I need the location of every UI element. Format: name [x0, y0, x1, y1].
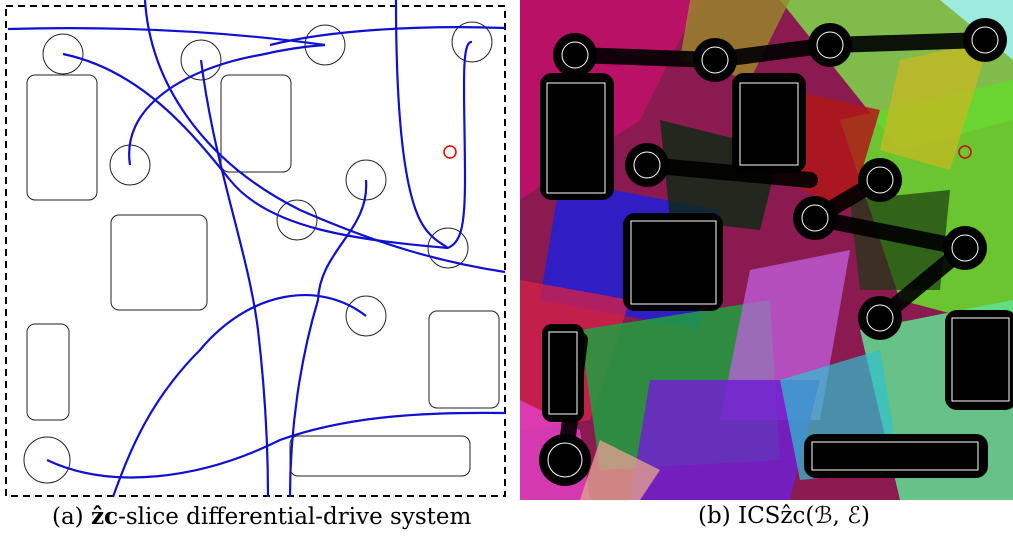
cobstacle-rect-4 — [542, 324, 584, 422]
outline-rect-2 — [739, 82, 799, 166]
outline-circle-7 — [801, 204, 829, 232]
trajectory-1 — [7, 27, 326, 47]
cobstacle-circle-7 — [793, 196, 837, 240]
expanded-obstacles — [539, 18, 1013, 486]
cobstacle-rect-6 — [804, 434, 988, 478]
outline-circle-10 — [547, 442, 583, 478]
sweep-1 — [567, 47, 723, 68]
goal-marker — [958, 145, 972, 159]
goal-marker — [443, 145, 457, 159]
outline-circle-5 — [633, 151, 661, 179]
obstacle-rect-4 — [26, 323, 70, 421]
outline-rect-3 — [630, 220, 717, 305]
panel-b-ics-slice — [520, 0, 1013, 500]
panel-a-differential-drive-slice — [0, 0, 514, 500]
caption-b: (b) ICSẑc(ℬ, ℰ) — [698, 503, 870, 529]
sweep-6 — [807, 210, 973, 256]
caption-a-symbol: ẑc — [90, 503, 119, 530]
trajectory-5 — [128, 43, 326, 166]
cobstacle-rect-2 — [732, 73, 806, 173]
caption-a-text: -slice differential-drive system — [118, 504, 472, 530]
obstacle-circle-1 — [42, 33, 84, 75]
cobstacle-circle-9 — [858, 296, 902, 340]
trajectory-6 — [394, 0, 449, 249]
trajectory-11 — [46, 411, 506, 479]
obstacle-rect-2 — [220, 74, 292, 173]
outline-rect-5 — [951, 317, 1010, 402]
rectangular-obstacles — [26, 74, 500, 477]
cobstacle-rect-1 — [540, 73, 614, 200]
outline-rect-1 — [546, 82, 606, 194]
region-yellow-right — [880, 40, 990, 170]
workspace-boundary — [5, 5, 506, 497]
circular-obstacles — [23, 21, 493, 484]
cobstacle-circle-5 — [625, 143, 669, 187]
trajectory-2 — [269, 26, 506, 47]
outline-rect-4 — [548, 331, 578, 415]
obstacle-circle-3 — [304, 24, 346, 66]
obstacle-circle-2 — [180, 39, 222, 81]
obstacle-rect-1 — [26, 74, 98, 201]
region-violet-bottom — [630, 380, 820, 500]
outline-circle-9 — [866, 304, 894, 332]
obstacle-circle-9 — [345, 295, 387, 337]
caption-a-tag: (a) — [52, 504, 84, 530]
ics-plot — [520, 0, 1013, 500]
obstacle-circle-8 — [427, 227, 469, 269]
trajectory-3 — [143, 0, 506, 274]
caption-a: (a) ẑc-slice differential-drive system — [52, 503, 471, 530]
cobstacle-circle-6 — [858, 158, 902, 202]
trajectory-8 — [199, 59, 270, 498]
outline-circle-4 — [971, 26, 999, 54]
caption-b-tag: (b) — [698, 503, 731, 529]
cobstacle-circle-1 — [553, 33, 597, 77]
caption-b-text: ICSẑc(ℬ, ℰ) — [737, 503, 870, 529]
outline-circle-1 — [561, 41, 589, 69]
outline-circle-3 — [816, 31, 844, 59]
outline-circle-8 — [951, 234, 979, 262]
outline-circle-6 — [866, 166, 894, 194]
region-peach-bottom — [580, 440, 660, 500]
obstacle-circle-7 — [276, 199, 318, 241]
obstacle-outlines — [546, 26, 1010, 478]
trajectory-9 — [288, 179, 368, 498]
cobstacle-circle-2 — [693, 38, 737, 82]
obstacle-circle-10 — [23, 436, 71, 484]
trajectories — [7, 0, 506, 498]
obstacle-circle-6 — [345, 159, 387, 201]
obstacle-rect-3 — [110, 214, 208, 311]
cobstacle-circle-4 — [963, 18, 1007, 62]
outline-rect-6 — [811, 441, 979, 471]
cobstacle-circle-8 — [943, 226, 987, 270]
cobstacle-circle-10 — [539, 434, 591, 486]
cobstacle-rect-5 — [945, 310, 1013, 410]
trajectory-7 — [447, 40, 473, 249]
trajectory-4 — [62, 52, 449, 250]
trajectory-10 — [111, 294, 367, 498]
sweep-3 — [822, 32, 993, 53]
cobstacle-rect-3 — [623, 213, 723, 311]
obstacle-rect-5 — [428, 310, 500, 409]
sweep-4 — [639, 157, 818, 188]
slice-plot — [5, 0, 506, 498]
obstacle-circle-4 — [451, 21, 493, 63]
outline-circle-2 — [701, 46, 729, 74]
obstacle-rect-6 — [289, 435, 471, 477]
cobstacle-circle-3 — [808, 23, 852, 67]
